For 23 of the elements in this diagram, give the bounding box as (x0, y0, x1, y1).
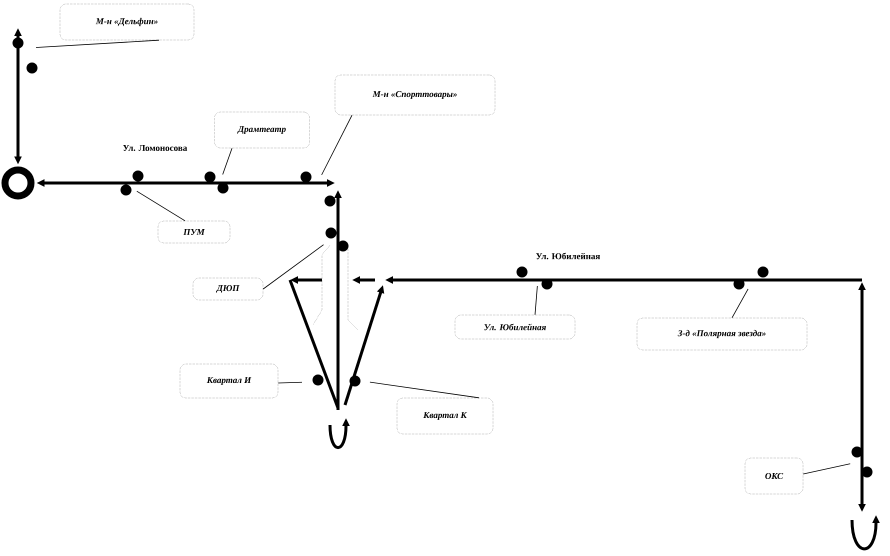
leader-line (534, 286, 538, 316)
leader-line (136, 190, 186, 222)
leader-line (732, 288, 748, 318)
callout-box: Драмтеатр (214, 112, 310, 148)
leader-line (802, 463, 851, 474)
callout-box: Ул. Юбилейная (454, 314, 576, 340)
leader-line (262, 244, 324, 290)
callout-box: Квартал И (180, 364, 278, 398)
callout-box: Квартал К (396, 398, 494, 434)
callout-box: ДЮП (192, 278, 264, 300)
callout-box: З-д «Полярная звезда» (636, 318, 808, 350)
leader-line (278, 382, 302, 384)
leader-line (222, 148, 232, 175)
street-label: Ул. Юбилейная (536, 252, 600, 260)
leader-line (321, 114, 352, 176)
street-label: Ул. Ломоносова (123, 144, 188, 151)
callout-box: ОКС (744, 458, 804, 494)
callout-box: М-н «Дельфин» (60, 4, 194, 40)
leader-line (370, 382, 480, 398)
callout-box: М-н «Спорттовары» (334, 74, 496, 116)
leader-line (36, 40, 160, 48)
terminus-ring (2, 166, 34, 200)
callout-box: ПУМ (158, 220, 230, 244)
